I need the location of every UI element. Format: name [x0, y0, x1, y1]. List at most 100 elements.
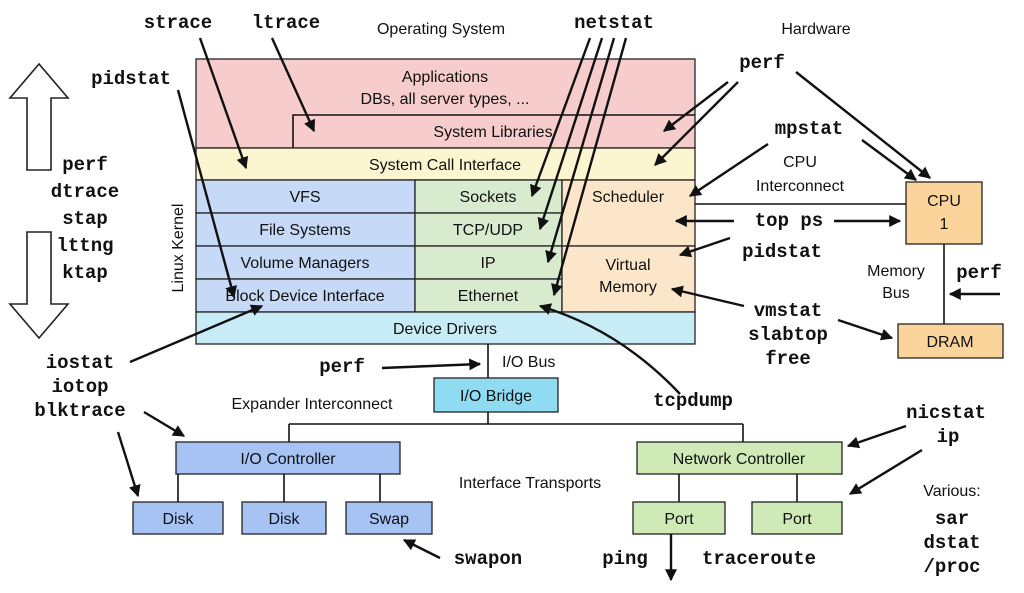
arrow-netstat-sockets: [530, 37, 592, 198]
arrow-pidstat-left: [176, 89, 237, 299]
swap-label: Swap: [369, 511, 409, 528]
network-controller-box: [636, 441, 843, 475]
port1-box: [632, 501, 726, 535]
disk2-box: [241, 501, 327, 535]
network-controller-label: Network Controller: [673, 451, 806, 468]
tool-sar: sar: [935, 508, 969, 530]
arrow-mpstat-cpu: [861, 139, 917, 181]
volume-managers-label: Volume Managers: [241, 255, 370, 272]
tool-perf-top: perf: [739, 52, 785, 74]
tool-perf-io: perf: [319, 356, 365, 378]
tool-traceroute: traceroute: [702, 548, 816, 570]
tool-lttng: lttng: [56, 235, 113, 257]
scheduler-label: Scheduler: [592, 189, 665, 206]
arrow-tcpdump: [538, 303, 681, 395]
cpu-interconnect-sublabel: Interconnect: [756, 178, 845, 195]
arrow-netstat-ip: [545, 37, 616, 264]
tool-free: free: [765, 348, 811, 370]
tool-ip: ip: [937, 426, 960, 448]
interface-transports-label: Interface Transports: [459, 475, 601, 492]
port1-label: Port: [664, 511, 694, 528]
tool-pidstat-left: pidstat: [91, 68, 171, 90]
tool-iotop: iotop: [51, 376, 108, 398]
disk1-box: [132, 501, 224, 535]
applications-layer: [195, 58, 696, 149]
various-label: Various:: [923, 483, 981, 500]
down-arrow-icon: [8, 231, 70, 340]
arrow-blktrace-disk: [116, 431, 141, 498]
arrow-netstat-ethernet: [551, 37, 628, 297]
swap-box: [345, 501, 433, 535]
tool-dtrace: dtrace: [51, 181, 119, 203]
hardware-title: Hardware: [781, 21, 850, 38]
arrow-netstat-tcp: [537, 37, 604, 231]
tool-iostat: iostat: [46, 352, 114, 374]
arrow-ltrace: [270, 37, 316, 133]
memory-bus-label: Memory: [867, 263, 925, 280]
cpu-interconnect-label: CPU: [783, 154, 817, 171]
tool-perf-left: perf: [62, 154, 108, 176]
arrow-vmstat-dram: [837, 318, 894, 341]
tool-dstat: dstat: [923, 532, 980, 554]
arrow-nicstat: [846, 424, 907, 449]
port2-label: Port: [782, 511, 812, 528]
tool-netstat: netstat: [574, 12, 654, 34]
cpu-label: CPU: [927, 193, 961, 210]
expander-interconnect-label: Expander Interconnect: [232, 396, 394, 413]
device-drivers-label: Device Drivers: [393, 321, 497, 338]
io-bridge-box: [433, 377, 559, 413]
tcp-udp-label: TCP/UDP: [453, 222, 523, 239]
cpu-number: 1: [940, 216, 949, 233]
tool-arrows: [116, 37, 1000, 582]
tool-blktrace: blktrace: [34, 400, 125, 422]
port2-box: [751, 501, 843, 535]
system-libraries-label: System Libraries: [433, 124, 552, 141]
tool-stap: stap: [62, 208, 108, 230]
dram-label: DRAM: [926, 334, 973, 351]
ip-box: [414, 245, 563, 280]
tool-swapon: swapon: [454, 548, 522, 570]
virtual-memory-label: Virtual: [605, 257, 650, 274]
tool-ktap: ktap: [62, 262, 108, 284]
tool-ping: ping: [602, 548, 648, 570]
memory-bus-sublabel: Bus: [882, 285, 910, 302]
tool-mpstat: mpstat: [775, 118, 843, 140]
tool-strace: strace: [144, 12, 212, 34]
file-systems-label: File Systems: [259, 222, 351, 239]
sockets-label: Sockets: [460, 189, 517, 206]
dram-box: [897, 323, 1004, 359]
applications-label: Applications: [402, 69, 488, 86]
virtual-memory-box: [561, 245, 696, 313]
system-call-interface-label: System Call Interface: [369, 157, 521, 174]
tool-nicstat: nicstat: [906, 402, 986, 424]
io-controller-box: [175, 441, 401, 475]
arrow-perf-iobus: [381, 358, 482, 371]
tool-proc: /proc: [923, 556, 980, 578]
applications-sublabel: DBs, all server types, ...: [361, 91, 530, 108]
tool-slabtop: slabtop: [748, 324, 828, 346]
ethernet-box: [414, 278, 563, 313]
vfs-label: VFS: [289, 189, 320, 206]
block-device-interface-label: Block Device Interface: [225, 288, 384, 305]
arrow-mpstat-scheduler: [689, 143, 769, 197]
arrow-iostat-bdi: [129, 304, 264, 364]
arrow-blktrace-ioctrl: [143, 410, 186, 438]
tool-perf-membus: perf: [956, 262, 1002, 284]
arrow-vmstat-vm: [670, 285, 745, 308]
arrow-swapon: [402, 538, 441, 560]
system-call-interface-layer: [195, 147, 696, 181]
tool-ltrace: ltrace: [252, 12, 320, 34]
arrow-strace: [198, 37, 249, 170]
cpu-box: [905, 181, 983, 245]
disk2-label: Disk: [268, 511, 300, 528]
io-controller-label: I/O Controller: [240, 451, 336, 468]
disk1-label: Disk: [162, 511, 194, 528]
ethernet-label: Ethernet: [458, 288, 519, 305]
arrow-pidstat-right: [678, 236, 731, 258]
os-title: Operating System: [377, 21, 505, 38]
tool-tcpdump: tcpdump: [653, 390, 733, 412]
up-arrow-icon: [8, 62, 70, 171]
ip-label: IP: [480, 255, 495, 272]
tool-pidstat-right: pidstat: [742, 241, 822, 263]
